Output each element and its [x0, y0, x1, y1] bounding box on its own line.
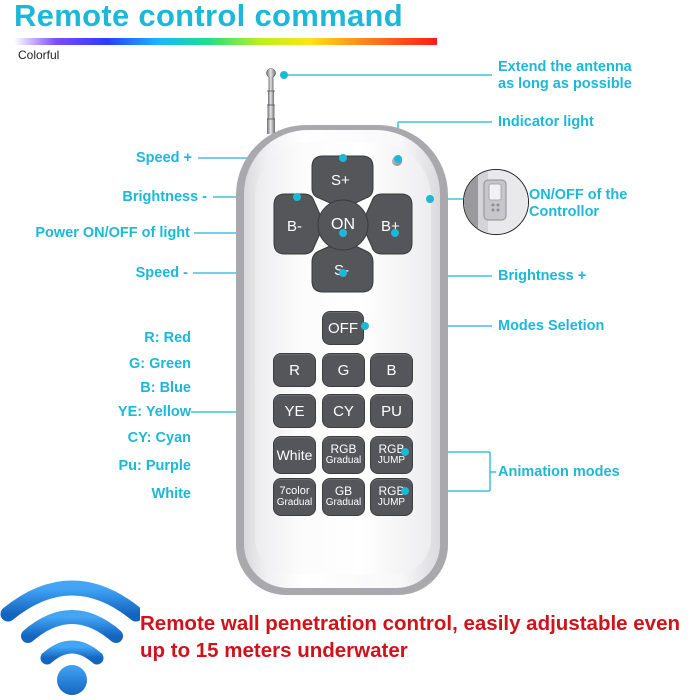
- rgb-jump-2-line2: JUMP: [377, 497, 406, 508]
- seven-color-gradual-button[interactable]: 7color Gradual: [274, 479, 315, 515]
- yellow-button[interactable]: YE: [274, 395, 315, 427]
- off-button[interactable]: OFF: [323, 312, 363, 344]
- red-button[interactable]: R: [274, 354, 315, 386]
- brightness-minus-label: Brightness -: [122, 189, 207, 205]
- indicator-dot: [394, 155, 402, 163]
- dpad-center-label[interactable]: ON: [331, 216, 355, 233]
- rainbow-bar: [14, 38, 437, 45]
- page-title: Remote control command: [14, 0, 403, 33]
- cyan-button[interactable]: CY: [323, 395, 364, 427]
- footer-line-1: Remote wall penetration control, easily …: [140, 612, 680, 635]
- indicator-label: Indicator light: [498, 114, 594, 130]
- dpad-left-label: B-: [287, 218, 302, 235]
- green-button[interactable]: G: [323, 354, 364, 386]
- legend-red: R: Red: [144, 330, 191, 346]
- footer-text: Remote wall penetration control, easily …: [140, 610, 700, 664]
- switch-detail: [463, 169, 529, 235]
- switch-icon: [464, 170, 528, 234]
- seven-color-line2: Gradual: [276, 497, 313, 508]
- animation-dot-top: [401, 448, 409, 456]
- antenna-label-1: Extend the antenna: [498, 59, 632, 75]
- white-button[interactable]: White: [274, 437, 315, 473]
- brightness-plus-label: Brightness +: [498, 268, 587, 284]
- rgb-gradual-button[interactable]: RGB Gradual: [323, 437, 364, 473]
- speed-plus-label: Speed +: [135, 150, 192, 166]
- speed-minus-dot: [339, 269, 347, 277]
- wifi-signal-icon: [0, 580, 140, 695]
- gb-gradual-line1: GB: [334, 484, 353, 498]
- legend-white: White: [151, 486, 191, 502]
- rgb-gradual-line2: Gradual: [325, 455, 362, 466]
- antenna: [266, 68, 276, 134]
- legend-yellow: YE: Yellow: [117, 404, 191, 420]
- rgb-gradual-line1: RGB: [330, 442, 357, 456]
- purple-button[interactable]: PU: [371, 395, 412, 427]
- footer-line-2: up to 15 meters underwater: [140, 639, 408, 662]
- animation-dot-bottom: [401, 487, 409, 495]
- blue-button[interactable]: B: [371, 354, 412, 386]
- rgb-jump-2-line1: RGB: [378, 484, 405, 498]
- modes-label: Modes Seletion: [498, 318, 605, 334]
- seven-color-line1: 7color: [279, 485, 310, 497]
- rgb-jump-button-2[interactable]: RGB JUMP: [371, 479, 412, 515]
- speed-minus-label: Speed -: [135, 265, 188, 281]
- antenna-label-2: as long as possible: [498, 76, 632, 92]
- onoff-label-1: ON/OFF of the: [529, 187, 628, 203]
- power-dot: [339, 229, 347, 237]
- legend-blue: B: Blue: [140, 380, 191, 396]
- legend-green: G: Green: [128, 356, 191, 372]
- legend-cyan: CY: Cyan: [127, 430, 191, 446]
- rgb-jump-1-line1: RGB: [378, 442, 405, 456]
- gb-gradual-line2: Gradual: [325, 497, 362, 508]
- gb-gradual-button[interactable]: GB Gradual: [323, 479, 364, 515]
- animation-label: Animation modes: [498, 464, 620, 480]
- antenna-dot: [280, 71, 288, 79]
- power-label: Power ON/OFF of light: [35, 225, 190, 241]
- subtitle-colorful: Colorful: [18, 48, 60, 62]
- brightness-minus-dot: [293, 193, 301, 201]
- brightness-plus-dot: [391, 229, 399, 237]
- rgb-jump-1-line2: JUMP: [377, 455, 406, 466]
- speed-plus-dot: [339, 154, 347, 162]
- dpad-up-label: S+: [331, 172, 350, 189]
- switch-dot: [426, 195, 434, 203]
- legend-purple: Pu: Purple: [118, 458, 191, 474]
- modes-dot: [361, 322, 369, 330]
- onoff-label-2: Controllor: [529, 204, 600, 220]
